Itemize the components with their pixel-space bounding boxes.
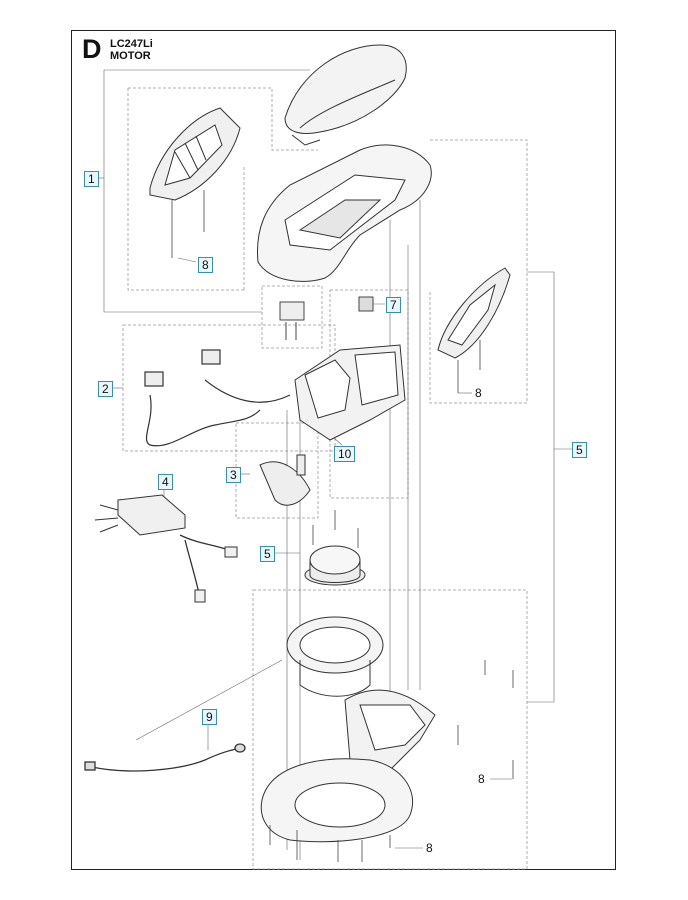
- model-name: LC247Li: [110, 38, 153, 50]
- wiring-harness: [144, 349, 291, 447]
- callout-8-side: 8: [475, 386, 482, 400]
- callout-10: 10: [334, 446, 356, 462]
- base-screws: [269, 660, 514, 862]
- callout-7: 7: [386, 297, 401, 313]
- charging-cable: [84, 743, 246, 772]
- left-screws: [171, 190, 205, 258]
- bracket: [279, 301, 305, 340]
- connector-7: [358, 296, 374, 312]
- callout-8-left: 8: [198, 257, 213, 273]
- motor-screws: [312, 510, 359, 548]
- callout-5-right: 5: [572, 442, 587, 458]
- callout-2: 2: [98, 381, 113, 397]
- motor: [304, 545, 366, 586]
- callout-1: 1: [84, 171, 99, 187]
- right-grille: [437, 267, 511, 359]
- sensor-assembly: [259, 454, 311, 506]
- right-screws: [457, 340, 481, 393]
- section-name: MOTOR: [110, 50, 151, 62]
- diagram-frame: [71, 30, 616, 870]
- left-grille: [149, 107, 241, 201]
- section-letter: D: [82, 34, 102, 64]
- upper-hood: [256, 144, 432, 282]
- top-cover: [284, 44, 407, 146]
- fan-housing: [286, 616, 384, 697]
- callout-9: 9: [202, 709, 217, 725]
- callout-8-right: 8: [478, 772, 485, 786]
- callout-5-motor: 5: [260, 546, 275, 562]
- base: [260, 758, 414, 843]
- callout-3: 3: [226, 467, 241, 483]
- power-supply: [94, 494, 238, 603]
- callout-8-bottom: 8: [426, 841, 433, 855]
- callout-4: 4: [158, 474, 173, 490]
- battery-housing: [294, 344, 406, 441]
- bracket-box: [261, 285, 323, 349]
